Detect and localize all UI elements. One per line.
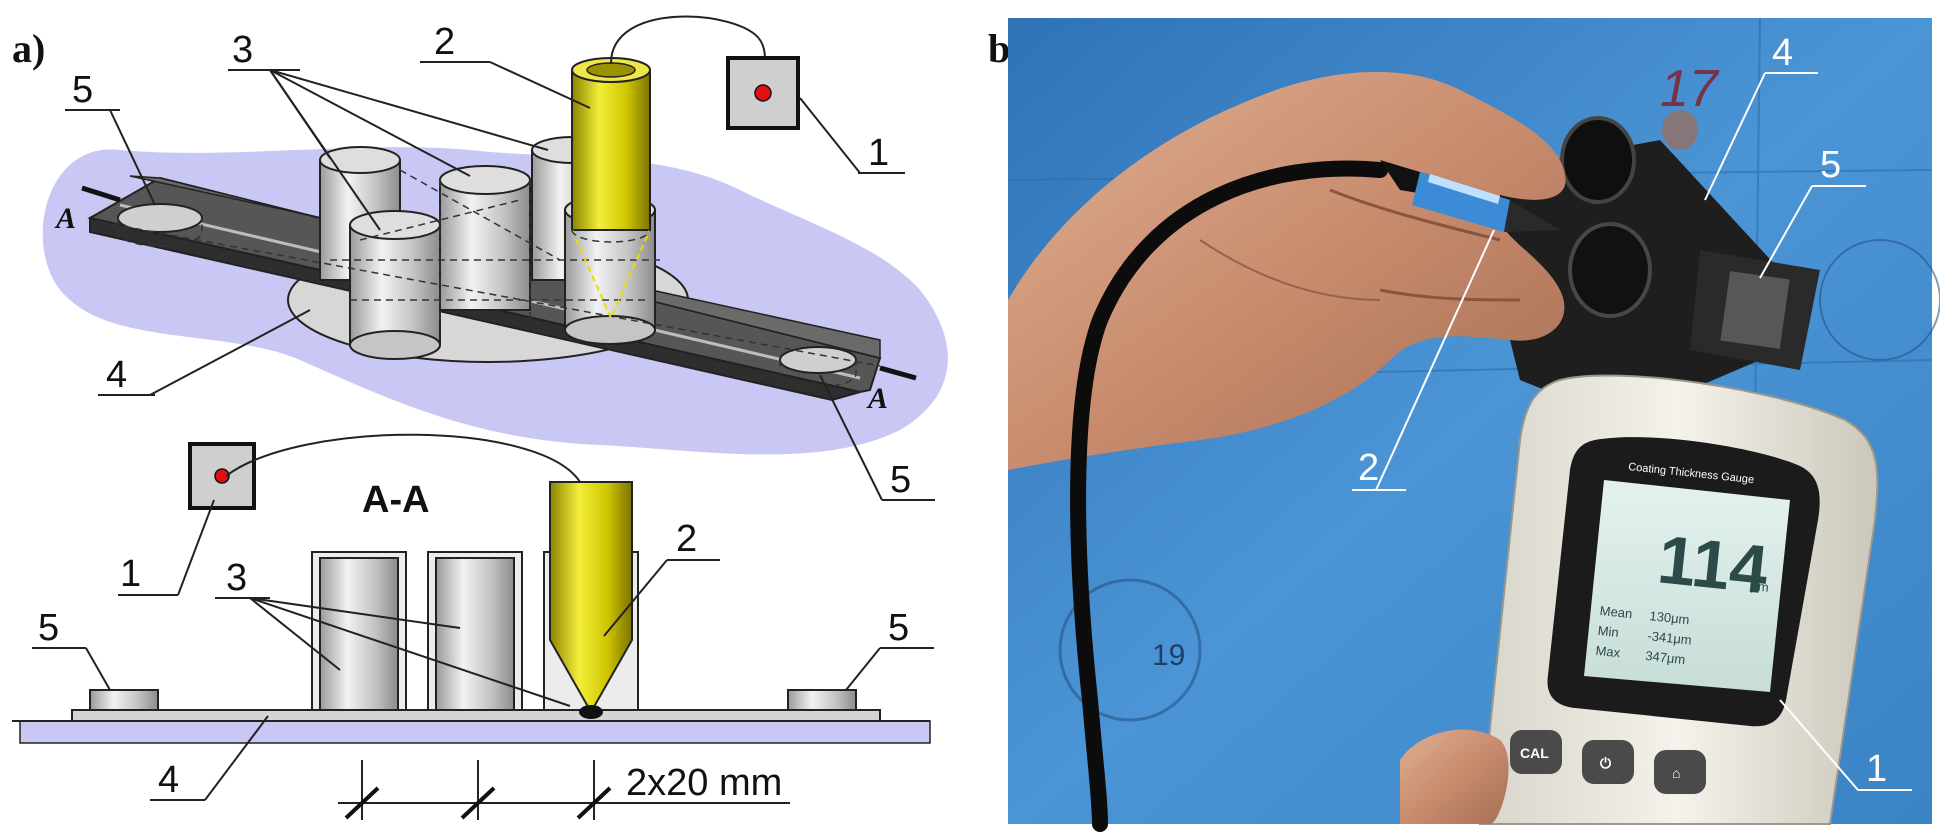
- cylinder-holder-icon: [1500, 110, 1820, 420]
- cylinder-back-mid: [439, 165, 531, 311]
- section-mark-right: A: [866, 382, 888, 415]
- section-title: A-A: [362, 479, 430, 521]
- probe-cable: [1070, 160, 1388, 832]
- section-surface: [19, 720, 931, 744]
- pad-right: [779, 346, 857, 388]
- power-icon: ⏻: [1600, 755, 1611, 771]
- wall-number-2: 19: [1152, 639, 1185, 672]
- zero-button[interactable]: [1654, 750, 1706, 794]
- gauge-stat-label-2: Max: [1595, 643, 1621, 661]
- cable-section: [225, 433, 581, 483]
- gauge-stat-value-0: 130μm: [1649, 608, 1690, 627]
- panel-a: a) A A: [12, 15, 948, 820]
- section-mark-left: A: [54, 202, 76, 235]
- meter-box-icon: [726, 56, 800, 130]
- gauge-stat-label-1: Min: [1597, 623, 1619, 640]
- probe-3d: [571, 57, 651, 321]
- probe-icon: [1380, 160, 1560, 232]
- power-button[interactable]: [1582, 740, 1634, 784]
- probe-section: [549, 481, 633, 719]
- gauge-unit: μm: [1750, 578, 1770, 595]
- pad-left: [117, 203, 203, 247]
- cylinder-front-left: [349, 210, 441, 360]
- callout-2-top: 2: [434, 21, 455, 63]
- hidden-lines: [99, 169, 881, 367]
- gauge-buttons: CAL ⏻ ⌂: [1510, 730, 1706, 794]
- hand: [1008, 71, 1566, 471]
- thumb: [1400, 729, 1509, 824]
- dimension-line: [338, 760, 790, 820]
- gauge-reading: 114: [1654, 521, 1771, 608]
- zero-icon: ⌂: [1672, 765, 1680, 781]
- section-pad-right: [787, 689, 857, 711]
- callout-5-section-left: 5: [38, 607, 59, 649]
- wall-number: 17: [1660, 60, 1720, 118]
- gauge-stat-label-0: Mean: [1599, 603, 1633, 621]
- section-tick-right: [879, 365, 917, 381]
- section-plate: [71, 709, 881, 722]
- thickness-gauge: Coating Thickness Gauge 114 μm Mean 130μ…: [1478, 374, 1879, 825]
- callout-5-section-right: 5: [888, 607, 909, 649]
- panel-b: b) 17 19: [988, 17, 1940, 832]
- callout-5-top: 5: [72, 69, 93, 111]
- callout-4-section: 4: [158, 759, 179, 801]
- meter-box-icon-section: [188, 442, 256, 510]
- callout-1-section: 1: [120, 553, 141, 595]
- section-pad-left: [89, 689, 159, 711]
- gauge-stat-value-2: 347μm: [1645, 648, 1686, 667]
- gauge-screen: [1584, 480, 1790, 692]
- callout-1-top: 1: [868, 132, 889, 174]
- callout-4-top: 4: [106, 354, 127, 396]
- callout-2-photo: 2: [1358, 447, 1379, 489]
- callout-5-right: 5: [890, 459, 911, 501]
- callout-1-photo: 1: [1866, 748, 1887, 790]
- section-tick-left: [81, 185, 121, 203]
- panel-a-label: a): [12, 26, 45, 71]
- callout-2-section: 2: [676, 518, 697, 560]
- callout-3-section: 3: [226, 557, 247, 599]
- gauge-stat-value-1: -341μm: [1647, 628, 1693, 648]
- dimension-label: 2x20 mm: [626, 762, 782, 804]
- cal-button-label: CAL: [1520, 745, 1549, 761]
- callout-5-photo: 5: [1820, 144, 1841, 186]
- callout-3-top: 3: [232, 29, 253, 71]
- callout-4-photo: 4: [1772, 32, 1793, 74]
- cal-button[interactable]: [1510, 730, 1562, 774]
